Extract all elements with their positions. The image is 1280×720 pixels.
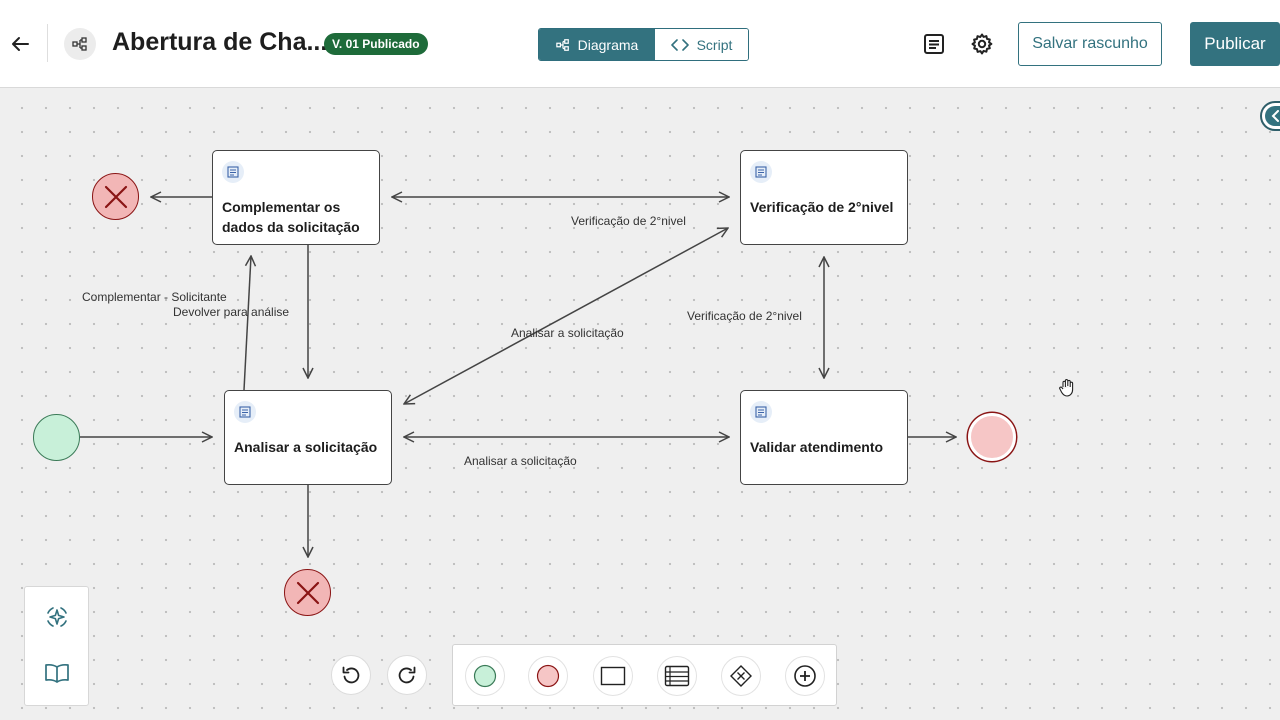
undo-button[interactable] (331, 655, 371, 695)
add-form-task-button[interactable] (657, 656, 697, 696)
gateway-icon (730, 665, 752, 687)
edge-label-diagonal: Analisar a solicitação (511, 326, 624, 340)
task-rectangle-icon (600, 666, 626, 686)
add-start-event-button[interactable] (465, 656, 505, 696)
gear-icon (971, 33, 993, 55)
form-task-icon (664, 665, 690, 687)
redo-icon (398, 666, 416, 684)
flow-diagram-icon (555, 38, 569, 51)
view-toggle: Diagrama Script (538, 28, 749, 61)
add-gateway-button[interactable] (721, 656, 761, 696)
close-icon (296, 581, 319, 604)
guide-button[interactable] (43, 659, 71, 687)
undo-icon (342, 666, 360, 684)
book-icon (45, 663, 69, 683)
save-draft-button[interactable]: Salvar rascunho (1018, 22, 1162, 66)
left-tool-panel (24, 586, 89, 706)
diagram-canvas[interactable] (0, 88, 1280, 720)
top-bar: Abertura de Cha... V. 01 Publicado Diagr… (0, 0, 1280, 88)
start-event-icon (473, 664, 497, 688)
tab-diagram[interactable]: Diagrama (539, 29, 655, 60)
settings-button[interactable] (968, 30, 996, 58)
start-event[interactable] (33, 414, 80, 461)
task-verificacao[interactable]: Verificação de 2°nivel (740, 150, 908, 245)
edge-label-bottom: Analisar a solicitação (464, 454, 577, 468)
page-title: Abertura de Cha... (112, 28, 328, 56)
task-label: Verificação de 2°nivel (750, 199, 894, 215)
document-icon (924, 34, 944, 54)
arrow-left-icon (12, 37, 29, 51)
flow-diagram-icon (72, 37, 87, 51)
task-validar[interactable]: Validar atendimento (740, 390, 908, 485)
edge-label-devolver: Devolver para análise (173, 305, 290, 319)
add-task-button[interactable] (593, 656, 633, 696)
close-icon (104, 185, 127, 208)
end-event-icon (536, 664, 560, 688)
task-analisar[interactable]: Analisar a solicitação (224, 390, 392, 485)
task-form-icon (750, 401, 772, 423)
edge-label-complementar-solicitante: Complementar - Solicitante (82, 290, 227, 304)
hand-cursor-icon (1059, 379, 1074, 397)
add-more-button[interactable] (785, 656, 825, 696)
cancel-event-top[interactable] (92, 173, 139, 220)
panel-toggle-clip (1260, 101, 1280, 131)
header-divider (47, 24, 48, 62)
chevron-left-icon (1271, 110, 1279, 122)
ai-assistant-button[interactable] (43, 603, 71, 631)
tab-script-label: Script (696, 36, 733, 53)
task-label: Validar atendimento (750, 439, 884, 455)
end-event[interactable] (968, 413, 1016, 461)
back-button[interactable] (6, 30, 34, 58)
plus-circle-icon (794, 665, 816, 687)
tab-script[interactable]: Script (655, 29, 748, 60)
task-form-icon (234, 401, 256, 423)
process-type-badge (64, 28, 96, 60)
document-button[interactable] (920, 30, 948, 58)
task-form-icon (750, 161, 772, 183)
sparkle-icon (47, 607, 67, 627)
task-form-icon (222, 161, 244, 183)
element-palette (452, 644, 837, 706)
task-complementar[interactable]: Complementar os dados da solicitação (212, 150, 380, 245)
tab-diagram-label: Diagrama (577, 36, 639, 53)
redo-button[interactable] (387, 655, 427, 695)
panel-toggle-button[interactable] (1260, 101, 1280, 131)
task-label: Complementar os dados da solicitação (222, 199, 360, 235)
task-label: Analisar a solicitação (234, 439, 378, 455)
cancel-event-bottom[interactable] (284, 569, 331, 616)
add-end-event-button[interactable] (528, 656, 568, 696)
version-status-badge: V. 01 Publicado (324, 33, 428, 55)
edge-label-right-vertical: Verificação de 2°nivel (687, 309, 802, 323)
code-icon (670, 38, 689, 51)
edge-label-top: Verificação de 2°nivel (571, 214, 686, 228)
publish-button[interactable]: Publicar (1190, 22, 1280, 66)
